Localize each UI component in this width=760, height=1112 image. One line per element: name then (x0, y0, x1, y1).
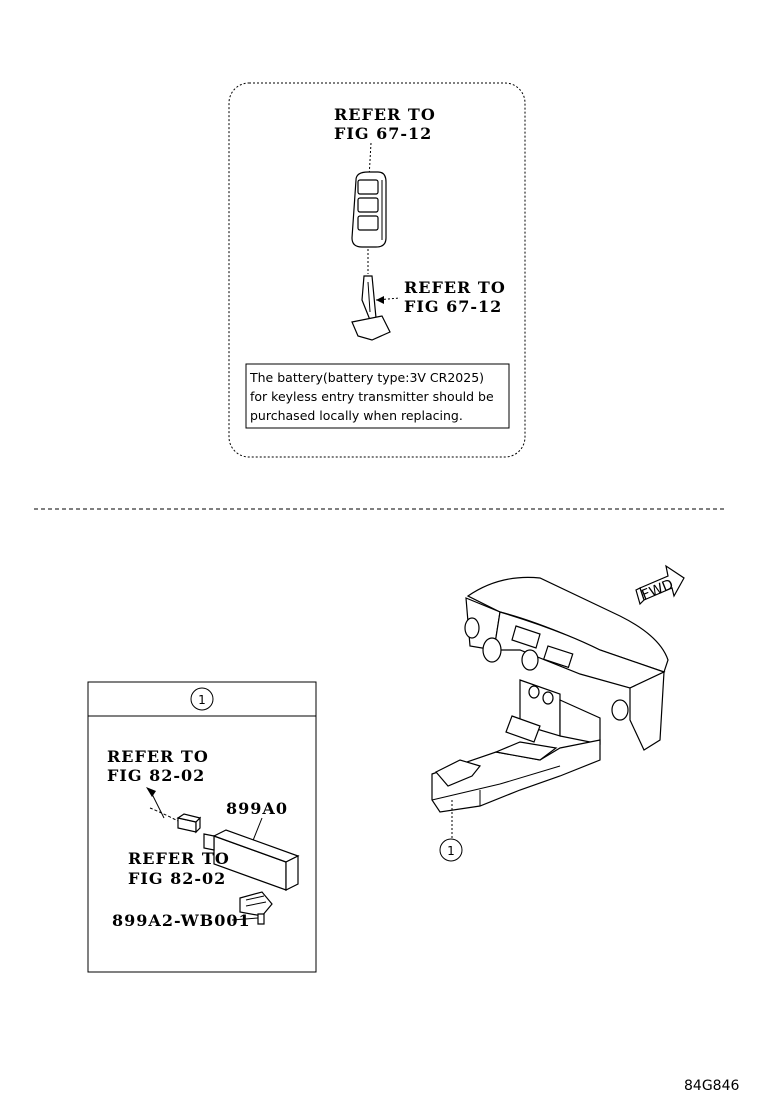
fob-fig-label: FIG 67-12 (334, 124, 432, 143)
detail-callout-circle (190, 687, 214, 711)
detail-refer-label-1: REFER TO (107, 747, 209, 766)
battery-note-line-3: purchased locally when replacing. (250, 408, 463, 423)
connector-icon (176, 813, 202, 834)
battery-note-line-1: The battery(battery type:3V CR2025) (249, 370, 484, 385)
bracket-clip-icon (239, 891, 273, 925)
fwd-arrow-icon (635, 564, 685, 606)
key-fig-label: FIG 67-12 (404, 297, 502, 316)
detail-callout-number: 1 (198, 693, 206, 707)
detail-arrow-icon (146, 787, 156, 797)
key-refer-label: REFER TO (404, 278, 506, 297)
part-number-899A0: 899A0 (226, 799, 288, 818)
figure-code: 84G846 (684, 1078, 739, 1094)
part-899A2-leader (231, 917, 259, 921)
dashboard-overview: 1 FWD (431, 564, 685, 862)
fob-refer-label: REFER TO (334, 105, 436, 124)
auxiliary-key-icon (351, 275, 391, 341)
detail-panel-border (87, 681, 317, 973)
part-number-899A2-WB001: 899A2-WB001 (112, 911, 251, 930)
battery-note-box (245, 363, 510, 429)
detail-panel: 1 REFER TO FIG 82-02 899A0 REFER TO FIG … (87, 681, 317, 973)
detail-refer-label-2: REFER TO (128, 849, 230, 868)
key-arrow-icon (376, 296, 384, 304)
harness-wire (149, 807, 181, 823)
keyless-panel-border (228, 82, 526, 458)
overview-callout-circle (439, 838, 463, 862)
antenna-module-icon (203, 829, 300, 891)
battery-note-line-2: for keyless entry transmitter should be (250, 389, 494, 404)
detail-fig-label-2: FIG 82-02 (128, 869, 226, 888)
fwd-label: FWD (640, 577, 676, 604)
overview-callout-number: 1 (447, 844, 455, 858)
keyless-transmitter-icon (351, 171, 387, 248)
keyless-panel: REFER TO FIG 67-12 REFER TO FIG 67-12 Th… (228, 82, 526, 458)
detail-fig-label-1: FIG 82-02 (107, 766, 205, 785)
